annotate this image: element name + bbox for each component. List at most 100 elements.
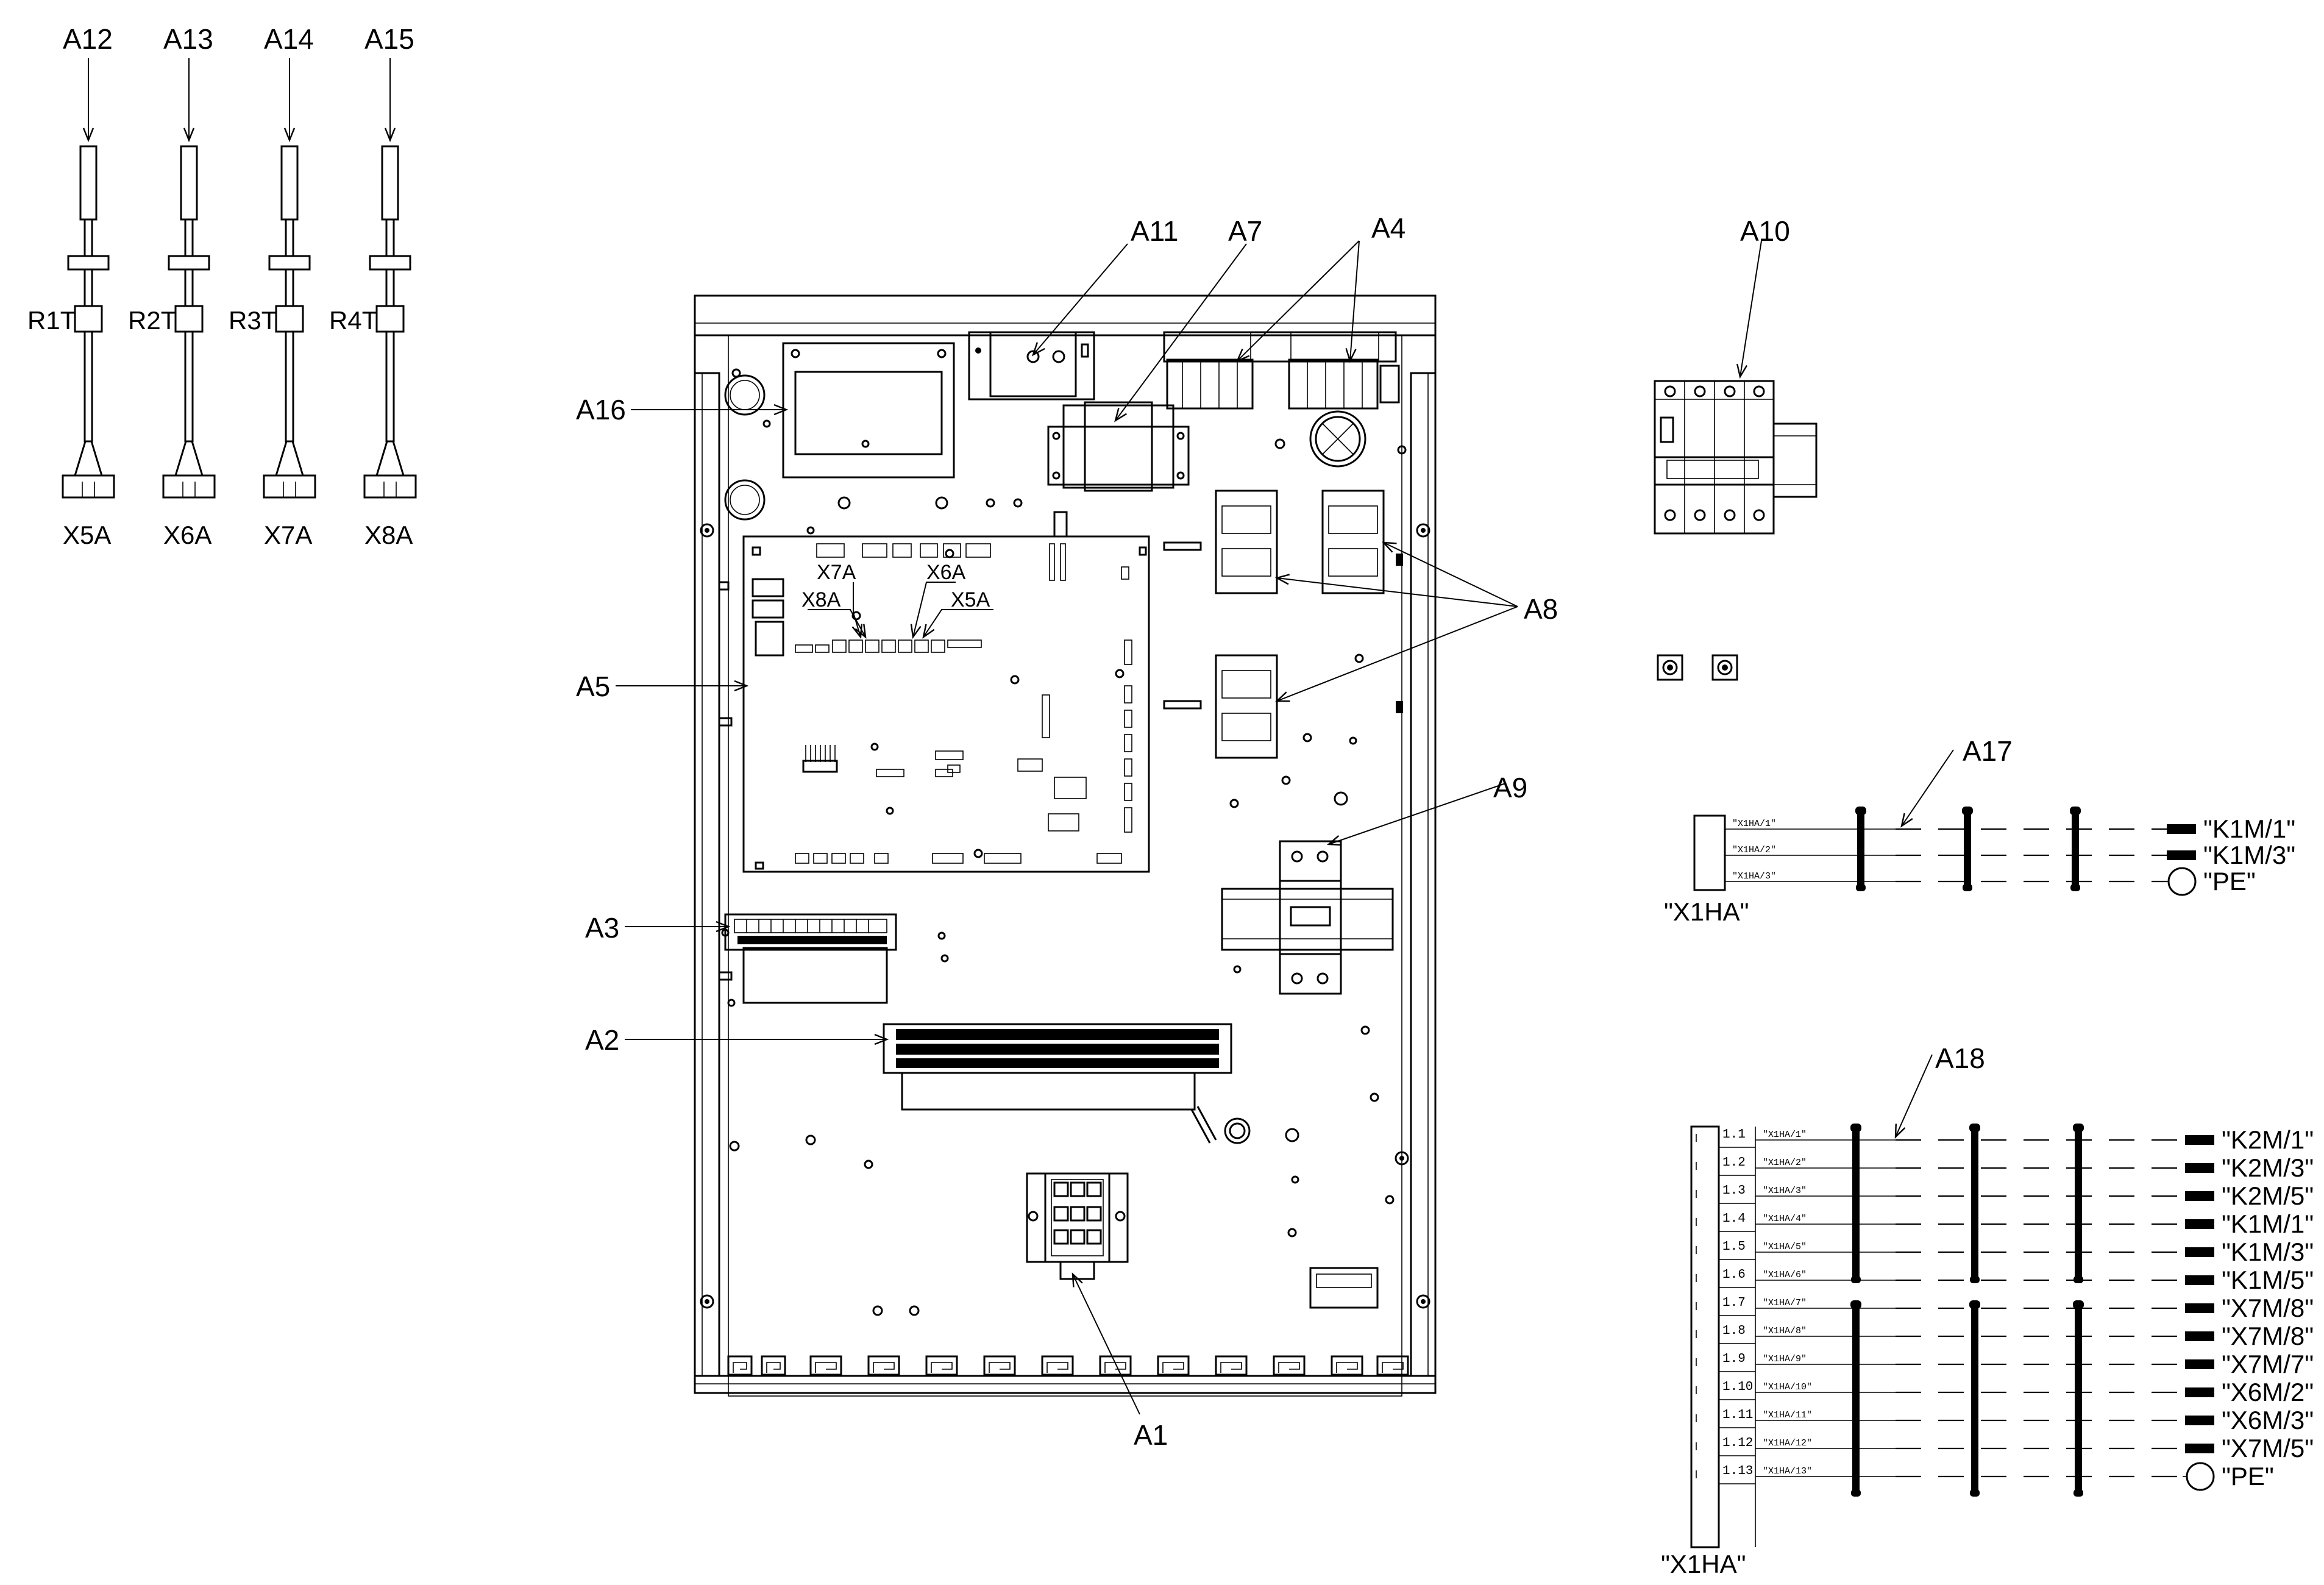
label-x7a: X7A bbox=[817, 561, 856, 584]
wire-position: 1.1 bbox=[1722, 1128, 1746, 1142]
label-x6a: X6A bbox=[926, 561, 966, 584]
harness-wire-row: 1.8"X1HA/8""X7M/8" bbox=[1696, 1322, 2314, 1350]
harness-wire-row: "X1HA/3""PE" bbox=[1725, 867, 2256, 896]
lug-terminal bbox=[2185, 1219, 2214, 1229]
harness-wire-row: 1.1"X1HA/1""K2M/1" bbox=[1696, 1125, 2314, 1154]
wire-end-label: "K1M/5" bbox=[2222, 1266, 2314, 1294]
wire-position: 1.8 bbox=[1722, 1324, 1746, 1338]
wire-end-label: "K1M/3" bbox=[2222, 1238, 2314, 1266]
sensor-top-label: A12 bbox=[63, 23, 113, 55]
transformer-a16 bbox=[762, 342, 955, 479]
sensor-clamp bbox=[67, 255, 110, 271]
main-pcb-a5 bbox=[742, 511, 1150, 873]
wire-end-label: "K2M/5" bbox=[2222, 1181, 2314, 1210]
cable-tie bbox=[2073, 1300, 2084, 1497]
terminal-block-a3 bbox=[724, 913, 897, 1004]
cable-clip bbox=[925, 1355, 958, 1376]
sensor-tip bbox=[79, 145, 98, 221]
wire-label: "X1HA/3" bbox=[1763, 1186, 1807, 1196]
lug-terminal bbox=[2185, 1444, 2214, 1453]
wire-label: "X1HA/4" bbox=[1763, 1214, 1807, 1224]
breaker-module-a10 bbox=[1654, 380, 1818, 535]
label-a3: A3 bbox=[585, 912, 619, 944]
label-a18: A18 bbox=[1935, 1042, 1985, 1074]
transformer-a7 bbox=[1047, 401, 1190, 492]
wire-end-label: "X7M/8" bbox=[2222, 1322, 2314, 1350]
wire-label: "X1HA/12" bbox=[1763, 1438, 1812, 1448]
label-x5a: X5A bbox=[951, 588, 990, 611]
cable-clip bbox=[809, 1355, 842, 1376]
cable-clip bbox=[1215, 1355, 1248, 1376]
harness-a18: 1.1"X1HA/1""K2M/1"1.2"X1HA/2""K2M/3"1.3"… bbox=[1661, 1124, 2314, 1578]
lug-terminal bbox=[2185, 1359, 2214, 1369]
wire-position: 1.5 bbox=[1722, 1240, 1746, 1254]
callout-leaders bbox=[616, 240, 1954, 1415]
cable-clip bbox=[1331, 1355, 1363, 1376]
label-a7: A7 bbox=[1228, 215, 1262, 247]
wire-position: 1.3 bbox=[1722, 1184, 1746, 1198]
fuse-holders-a4 bbox=[1163, 331, 1400, 410]
harness-wire-row: 1.5 "X1HA/5" "K1M/3" bbox=[1696, 1238, 2314, 1266]
lug-terminal bbox=[2185, 1387, 2214, 1397]
wire-end-label: "K2M/3" bbox=[2222, 1153, 2314, 1182]
cable-tie bbox=[1962, 807, 1973, 891]
callout-labels: A16 A11 A7 A4 A5 A8 A9 A3 A2 A1 A10 A17 … bbox=[576, 212, 2013, 1451]
cable-clip bbox=[983, 1355, 1016, 1376]
sensor-resistor-label: R2T bbox=[128, 306, 176, 335]
cable-clip bbox=[761, 1355, 786, 1376]
sensor-connector bbox=[162, 474, 216, 499]
circuit-breaker-a9 bbox=[1221, 840, 1394, 995]
harness-wire-row: 1.11"X1HA/11""X6M/3" bbox=[1696, 1406, 2314, 1434]
terminal-block-a2 bbox=[883, 1023, 1251, 1144]
label-a16: A16 bbox=[576, 394, 626, 426]
sensor-top-label: A13 bbox=[163, 23, 213, 55]
harness-wire-row: 1.4"X1HA/4""K1M/1" bbox=[1696, 1209, 2314, 1238]
sensor-cable bbox=[184, 330, 194, 443]
sensor-connector bbox=[263, 474, 316, 499]
label-a1: A1 bbox=[1134, 1419, 1168, 1451]
sensor-connector-label: X5A bbox=[63, 521, 111, 549]
sensor-resistor bbox=[375, 305, 405, 333]
sensor-tip bbox=[280, 145, 299, 221]
label-a11: A11 bbox=[1131, 215, 1178, 247]
lug-terminal bbox=[2167, 850, 2196, 860]
ring-terminal bbox=[2186, 1462, 2215, 1491]
indicator-buttons bbox=[1657, 654, 1738, 681]
label-x8a: X8A bbox=[801, 588, 841, 611]
wire-end-label: "PE" bbox=[2222, 1462, 2274, 1491]
wire-label: "X1HA/11" bbox=[1763, 1410, 1812, 1420]
wire-label: "X1HA/10" bbox=[1763, 1382, 1812, 1392]
sensor-resistor-label: R3T bbox=[229, 306, 277, 335]
sensor-connector bbox=[363, 474, 417, 499]
cable-clip bbox=[727, 1355, 753, 1376]
wire-position: 1.11 bbox=[1722, 1408, 1753, 1422]
wire-position: 1.10 bbox=[1722, 1380, 1753, 1394]
sensor-clamp bbox=[268, 255, 311, 271]
lug-terminal bbox=[2185, 1303, 2214, 1313]
sensor-tip bbox=[180, 145, 198, 221]
cable-clips bbox=[727, 1355, 1409, 1376]
label-a2: A2 bbox=[585, 1024, 619, 1056]
sensor-connector-label: X7A bbox=[264, 521, 312, 549]
sensor-connector-label: X8A bbox=[364, 521, 413, 549]
wire-position: 1.12 bbox=[1722, 1436, 1753, 1450]
wire-label: "X1HA/5" bbox=[1763, 1242, 1807, 1252]
harness-a17: "X1HA/1""K1M/1""X1HA/2""K1M/3""X1HA/3""P… bbox=[1664, 807, 2295, 926]
switch-box bbox=[694, 294, 1437, 1397]
harness-wire-row: "X1HA/2""K1M/3" bbox=[1725, 841, 2295, 869]
harness-wire-row: 1.6"X1HA/6""K1M/5" bbox=[1696, 1266, 2314, 1294]
sensor-cable bbox=[385, 330, 395, 443]
lug-terminal bbox=[2185, 1247, 2214, 1257]
sensor-tip bbox=[381, 145, 399, 221]
label-a9: A9 bbox=[1493, 772, 1527, 803]
harness-wire-row: 1.12"X1HA/12""X7M/5" bbox=[1696, 1434, 2314, 1462]
wire-label: "X1HA/2" bbox=[1763, 1158, 1807, 1168]
sensor-resistor bbox=[174, 305, 204, 333]
wire-end-label: "K1M/1" bbox=[2203, 814, 2295, 843]
harness-wire-row: 1.3 "X1HA/3" "K2M/5" bbox=[1696, 1181, 2314, 1210]
cable-clip bbox=[1376, 1355, 1409, 1376]
wire-position: 1.6 bbox=[1722, 1268, 1746, 1282]
cable-clip bbox=[867, 1355, 900, 1376]
